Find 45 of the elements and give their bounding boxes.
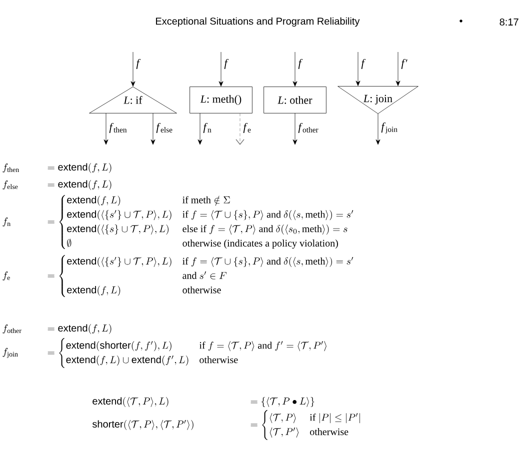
arrow — [292, 52, 298, 86]
process-box: L: other — [264, 86, 326, 114]
separator-dot: • — [460, 20, 462, 22]
formula: $= \mathsf{extend}(f,L)$ — [48, 162, 112, 173]
formula: $f_{\mathrm{else}}$ — [2, 180, 18, 190]
triangle-node: L: if — [89, 86, 177, 114]
running-header: Exceptional Situations and Program Reliability — [156, 17, 360, 27]
edge-label: f — [361, 58, 366, 70]
formula: $= \{\langle\mathcal{T},P\bullet L\rangle\}$ — [250, 396, 314, 407]
formula: $f_{\mathrm{then}}$ — [2, 163, 20, 173]
edge-label: f — [224, 58, 229, 70]
process-box: L: meth() — [190, 86, 252, 114]
formula: $f_{\mathrm{other}}$ — [2, 324, 22, 334]
arrow — [292, 113, 298, 145]
edge-label: f$_{other}$ — [298, 122, 318, 134]
arrow — [236, 113, 244, 145]
formula: $f_{\mathrm{e}}$ — [2, 271, 10, 281]
formula: $\mathsf{shorter}(\langle\mathcal{T},P\rangle,\langle\mathcal{T},P'\rangle)$ — [92, 420, 194, 430]
formula: $= \begin{cases} \mathsf{extend}(\mathsf{shorter}(f,f'),L) & \text{if } f=\langle\mathcal{T},P\rangle \text{ and } f'=\langle\mathcal{T},P'\rangle \\ \mathsf{extend}(f,L)\cup\mathsf{extend}(f',L) & \text{otherwise} \end{cases}$ — [48, 338, 326, 368]
arrow — [150, 113, 156, 145]
edge-label: f′ — [401, 58, 408, 70]
arrow — [356, 52, 360, 86]
edge-label: f$_{n}$ — [203, 122, 212, 134]
edge-label: f$_{join}$ — [381, 122, 398, 134]
arrow — [218, 52, 224, 86]
page-number: 8:17 — [500, 18, 518, 26]
edge-label: f — [298, 58, 303, 70]
formula: $= \mathsf{extend}(f,L)$ — [48, 324, 112, 334]
arrow — [396, 52, 400, 86]
arrow — [130, 52, 136, 86]
edge-label: f — [136, 58, 141, 70]
formula: $= \begin{cases} \mathsf{extend}(\langle\{s'\}\cup\mathcal{T},P\rangle,L) & \text{if } f=\langle\mathcal{T}\cup\{s\},P\rangle \text{ and } \delta(\langle s,\mathrm{meth}\rangle)=s' \\ & \text{and } s'\in F \\ \mathsf{extend}(f,L) & \text{otherwise} \end{cases}$ — [48, 255, 354, 297]
arrow — [198, 113, 202, 145]
arrow — [376, 114, 380, 145]
arrow — [104, 113, 108, 145]
edge-label: f$_{then}$ — [109, 122, 127, 134]
formula: $f_{\mathrm{n}}$ — [2, 217, 10, 227]
formula: $= \begin{cases} \langle\mathcal{T},P\rangle & \text{if } |P|\le|P'| \\ \langle\mathcal{T},P'\rangle & \text{otherwise} \end{cases}$ — [250, 410, 360, 440]
formula: $f_{\mathrm{join}}$ — [2, 348, 18, 358]
formula: $= \begin{cases} \mathsf{extend}(f,L) & \text{if meth} \notin \Sigma \\ \mathsf{extend}(\langle\{s'\}\cup\mathcal{T},P\rangle,L) & \text{if } f=\langle\mathcal{T}\cup\{s\},P\rangle \text{ and } \delta(\langle s,\mathrm{meth}\rangle)=s' \\ \mathsf{extend}(\langle\{s\}\cup\mathcal{T},P\rangle,L) & \text{else if } f=\langle\mathcal{T},P\rangle \text{ and } \delta(\langle s_0,\mathrm{meth}\rangle)=s \\ \emptyset & \text{otherwise (indicates a policy violation)} \end{cases}$ — [48, 195, 354, 249]
formula: $= \mathsf{extend}(f,L)$ — [48, 180, 112, 190]
join-triangle: L: join — [338, 86, 418, 114]
edge-label: f$_{e}$ — [243, 122, 251, 134]
formula: $\mathsf{extend}(\langle\mathcal{T},P\rangle,L)$ — [92, 396, 168, 407]
edge-label: f$_{else}$ — [156, 122, 172, 134]
